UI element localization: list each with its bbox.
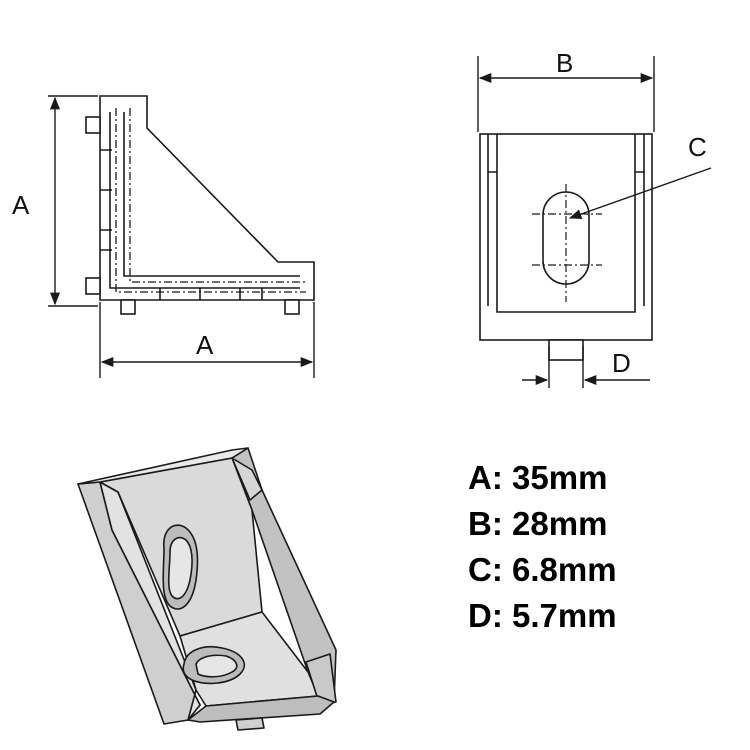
spec-row-b: B: 28mm (468, 505, 608, 542)
spec-list: A: 35mm B: 28mm C: 6.8mm D: 5.7mm (468, 455, 617, 639)
spec-value-d: 5.7mm (512, 597, 617, 634)
bracket-3d-view (77, 447, 337, 731)
spec-key-b: B (468, 505, 492, 542)
side-width-dimension (99, 302, 315, 378)
front-width-dimension (477, 56, 655, 132)
front-width-label: B (556, 48, 573, 78)
side-view-tab-left (120, 299, 136, 315)
tab-dimension (522, 346, 650, 388)
side-height-label: A (12, 190, 30, 220)
slot-leader-line (568, 167, 712, 219)
spec-row-a: A: 35mm (468, 459, 608, 496)
side-height-dimension (48, 95, 98, 307)
spec-key-a: A (468, 459, 492, 496)
front-view-centerlines (532, 184, 602, 302)
bracket-bottom-tab (235, 717, 265, 731)
side-view (85, 95, 315, 315)
side-view-tab-lower (85, 277, 101, 295)
front-view-inner-channel (496, 134, 636, 313)
spec-key-d: D (468, 597, 492, 634)
side-view-tab-upper (85, 116, 101, 134)
side-view-hidden-lines (115, 108, 306, 293)
side-view-outline (99, 95, 315, 301)
side-view-tab-right (284, 299, 300, 315)
slot-label: C (688, 132, 707, 162)
front-view (479, 133, 653, 361)
spec-value-b: 28mm (512, 505, 608, 542)
spec-row-d: D: 5.7mm (468, 597, 617, 634)
spec-value-a: 35mm (512, 459, 608, 496)
spec-key-c: C (468, 551, 492, 588)
side-width-label: A (196, 330, 214, 360)
side-view-inner-line (123, 112, 300, 277)
front-view-tab (548, 339, 584, 361)
tab-label: D (612, 348, 631, 378)
spec-value-c: 6.8mm (512, 551, 617, 588)
spec-row-c: C: 6.8mm (468, 551, 617, 588)
